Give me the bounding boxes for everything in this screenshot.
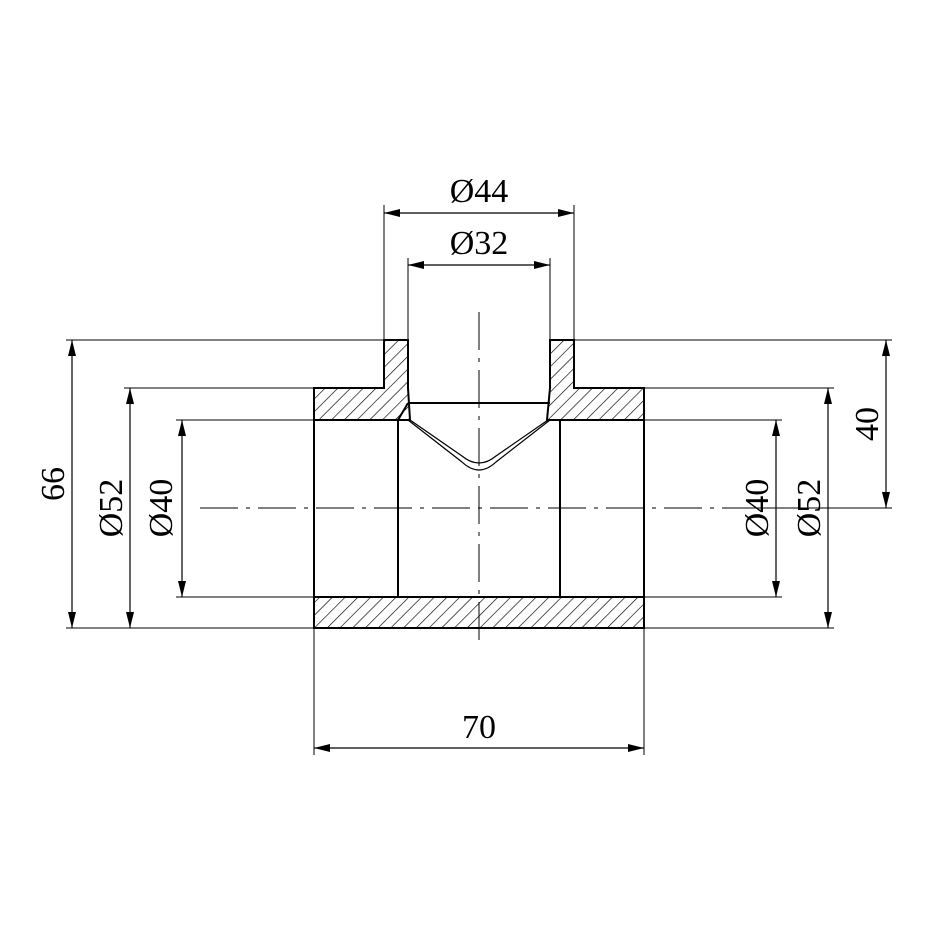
label-top-inner-diameter: Ø32 — [450, 225, 509, 262]
label-right-outer-diameter: Ø52 — [791, 479, 828, 538]
label-top-outer-diameter: Ø44 — [450, 173, 509, 210]
hatched-wall-top-right — [545, 339, 645, 421]
dimension-lines — [68, 209, 890, 752]
branch-intersection-curve-right — [400, 419, 560, 464]
label-overall-height: 66 — [35, 467, 72, 501]
dimension-labels: Ø44 Ø32 66 Ø52 Ø40 Ø40 Ø52 40 70 — [35, 173, 886, 746]
hatched-wall-top-left — [313, 339, 412, 421]
extension-lines — [66, 205, 892, 755]
label-left-inner-diameter: Ø40 — [143, 479, 180, 538]
label-right-inner-diameter: Ø40 — [739, 479, 776, 538]
label-overall-length: 70 — [462, 709, 496, 746]
center-lines — [200, 312, 758, 648]
inner-lines — [314, 419, 644, 598]
left-inner-bore — [397, 402, 409, 421]
branch-intersection-curve-left — [407, 419, 551, 471]
label-left-outer-diameter: Ø52 — [93, 479, 130, 538]
label-branch-height: 40 — [849, 407, 886, 441]
